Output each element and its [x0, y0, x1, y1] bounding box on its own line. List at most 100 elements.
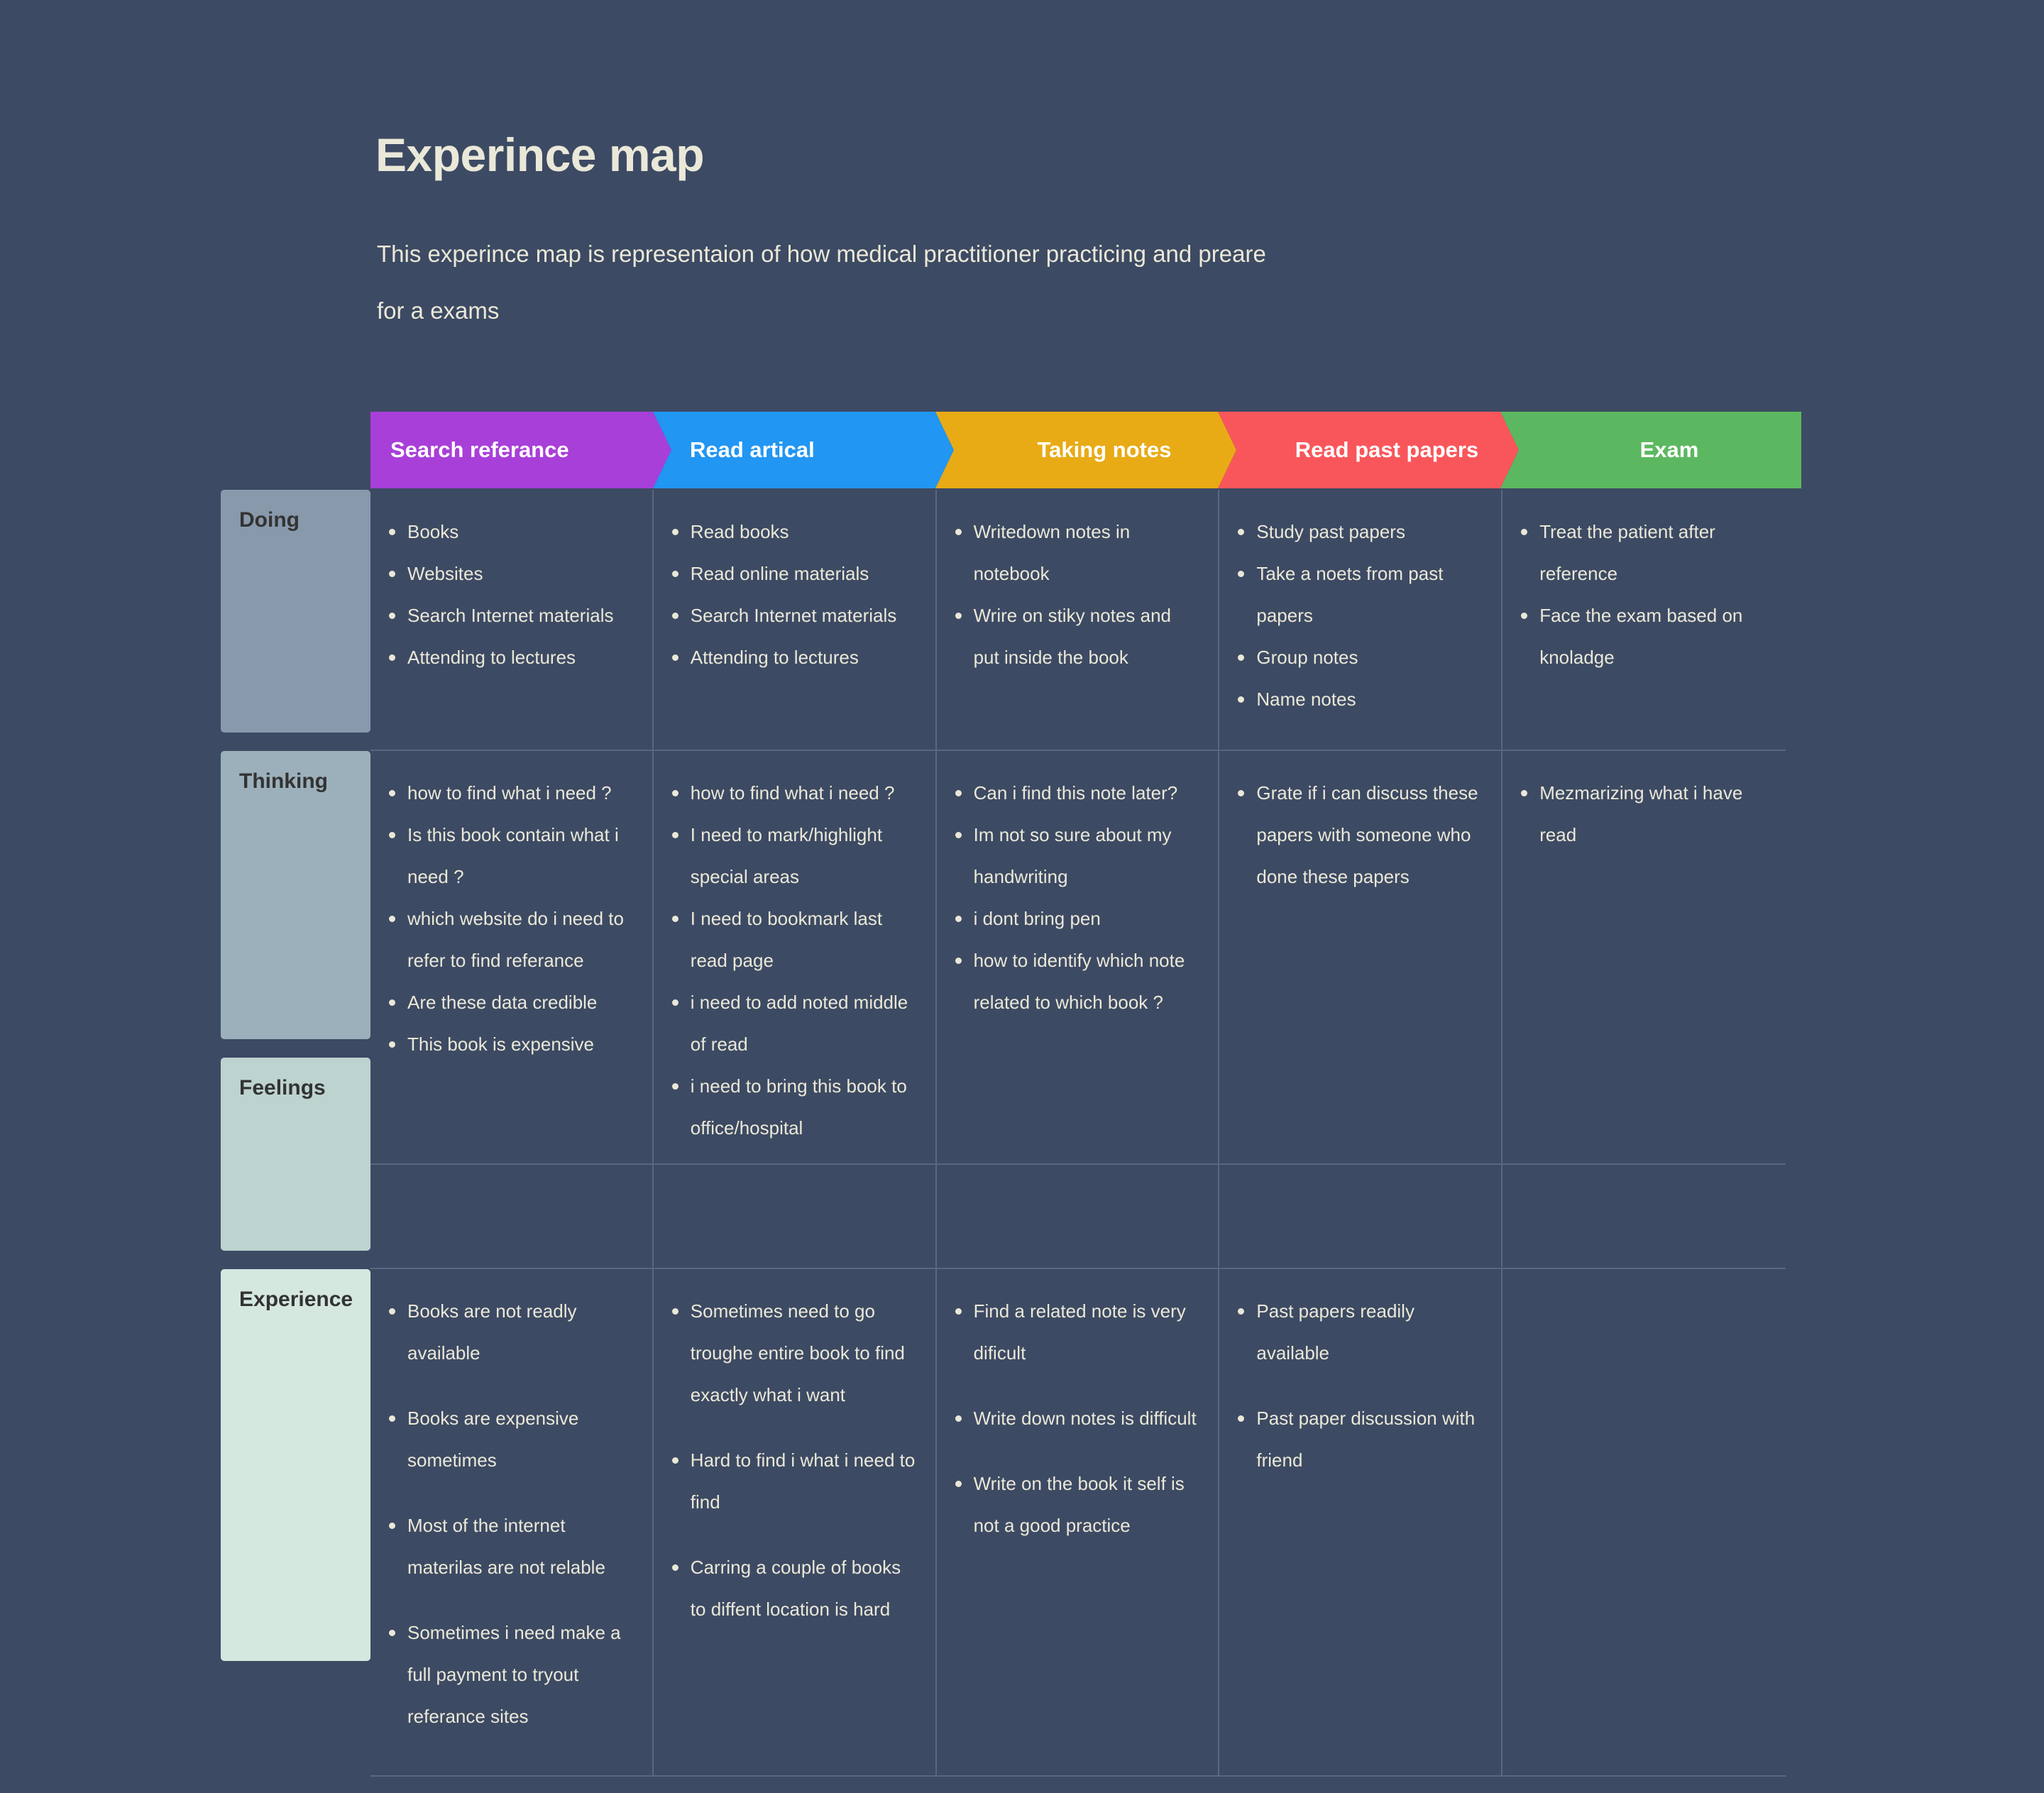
list-item: how to identify which note related to wh… — [952, 940, 1200, 1024]
page-title: Experince map — [375, 128, 705, 181]
map-row-feelings — [370, 1058, 1786, 1269]
list-item: I need to mark/highlight special areas — [669, 814, 917, 898]
list-item: Past paper discussion with friend — [1235, 1398, 1483, 1481]
map-cell: Mezmarizing what i have read — [1502, 751, 1786, 1163]
stage-label: Search referance — [390, 437, 569, 462]
stage-header-row: Search referance Read artical Taking not… — [370, 412, 1801, 488]
list-item: Attending to lectures — [386, 637, 634, 679]
list-item: Books are expensive sometimes — [386, 1398, 634, 1481]
stage-label: Read past papers — [1295, 437, 1479, 462]
stage-exam[interactable]: Exam — [1500, 412, 1801, 488]
map-cell: Grate if i can discuss these papers with… — [1219, 751, 1503, 1163]
list-item: Face the exam based on knoladge — [1518, 595, 1767, 679]
list-item: Read online materials — [669, 553, 917, 595]
page-subtitle: This experince map is representaion of h… — [377, 241, 1266, 324]
list-item: Are these data credible — [386, 982, 634, 1024]
row-label-text: Experience — [239, 1288, 353, 1311]
stage-taking-notes[interactable]: Taking notes — [935, 412, 1236, 488]
list-item: Sometimes i need make a full payment to … — [386, 1612, 634, 1738]
list-item: Websites — [386, 553, 634, 595]
list-item: Search Internet materials — [386, 595, 634, 637]
row-label-doing: Doing — [221, 490, 370, 733]
list-item: This book is expensive — [386, 1024, 634, 1065]
row-label-experience: Experience — [221, 1269, 370, 1661]
bullet-list: how to find what i need ?Is this book co… — [386, 772, 634, 1065]
map-cell — [1219, 1058, 1503, 1268]
list-item: which website do i need to refer to find… — [386, 898, 634, 982]
row-label-thinking: Thinking — [221, 751, 370, 1039]
list-item: i dont bring pen — [952, 898, 1200, 940]
list-item: i need to add noted middle of read — [669, 982, 917, 1065]
bullet-list: Mezmarizing what i have read — [1518, 772, 1767, 856]
list-item: Wrire on stiky notes and put inside the … — [952, 595, 1200, 679]
bullet-list: Grate if i can discuss these papers with… — [1235, 772, 1483, 898]
row-label-feelings: Feelings — [221, 1058, 370, 1251]
list-item: Study past papers — [1235, 511, 1483, 553]
list-item: Read books — [669, 511, 917, 553]
list-item: Books are not readly available — [386, 1290, 634, 1374]
map-row-thinking: how to find what i need ?Is this book co… — [370, 751, 1786, 1165]
list-item: Name notes — [1235, 679, 1483, 720]
row-label-text: Doing — [239, 508, 300, 532]
stage-label: Taking notes — [1037, 437, 1172, 462]
stage-label: Read artical — [690, 437, 815, 462]
list-item: Group notes — [1235, 637, 1483, 679]
stage-read-artical[interactable]: Read artical — [653, 412, 954, 488]
bullet-list: Sometimes need to go troughe entire book… — [669, 1290, 917, 1630]
stage-label: Exam — [1639, 437, 1699, 462]
list-item: Attending to lectures — [669, 637, 917, 679]
map-cell — [1502, 1269, 1786, 1775]
list-item: Grate if i can discuss these papers with… — [1235, 772, 1483, 898]
list-item: Write down notes is difficult — [952, 1398, 1200, 1440]
map-cell — [1502, 1058, 1786, 1268]
list-item: Writedown notes in notebook — [952, 511, 1200, 595]
list-item: Treat the patient after reference — [1518, 511, 1767, 595]
list-item: I need to bookmark last read page — [669, 898, 917, 982]
stage-read-past-papers[interactable]: Read past papers — [1218, 412, 1519, 488]
list-item: Mezmarizing what i have read — [1518, 772, 1767, 856]
list-item: i need to bring this book to office/hosp… — [669, 1065, 917, 1149]
map-cell — [654, 1058, 937, 1268]
list-item: Take a noets from past papers — [1235, 553, 1483, 637]
list-item: Find a related note is very dificult — [952, 1290, 1200, 1374]
list-item: Write on the book it self is not a good … — [952, 1463, 1200, 1547]
list-item: Im not so sure about my handwriting — [952, 814, 1200, 898]
row-label-text: Thinking — [239, 769, 328, 793]
list-item: Most of the internet materilas are not r… — [386, 1505, 634, 1589]
map-cell: Sometimes need to go troughe entire book… — [654, 1269, 937, 1775]
list-item: Books — [386, 511, 634, 553]
bullet-list: how to find what i need ?I need to mark/… — [669, 772, 917, 1149]
row-label-text: Feelings — [239, 1076, 326, 1100]
stage-search-referance[interactable]: Search referance — [370, 412, 671, 488]
list-item: Past papers readily available — [1235, 1290, 1483, 1374]
map-cell — [937, 1058, 1220, 1268]
list-item: Hard to find i what i need to find — [669, 1440, 917, 1523]
map-cell: Can i find this note later?Im not so sur… — [937, 751, 1220, 1163]
list-item: how to find what i need ? — [669, 772, 917, 814]
list-item: Can i find this note later? — [952, 772, 1200, 814]
map-cell: how to find what i need ?I need to mark/… — [654, 751, 937, 1163]
list-item: how to find what i need ? — [386, 772, 634, 814]
map-cell — [370, 1058, 654, 1268]
list-item: Is this book contain what i need ? — [386, 814, 634, 898]
list-item: Sometimes need to go troughe entire book… — [669, 1290, 917, 1416]
